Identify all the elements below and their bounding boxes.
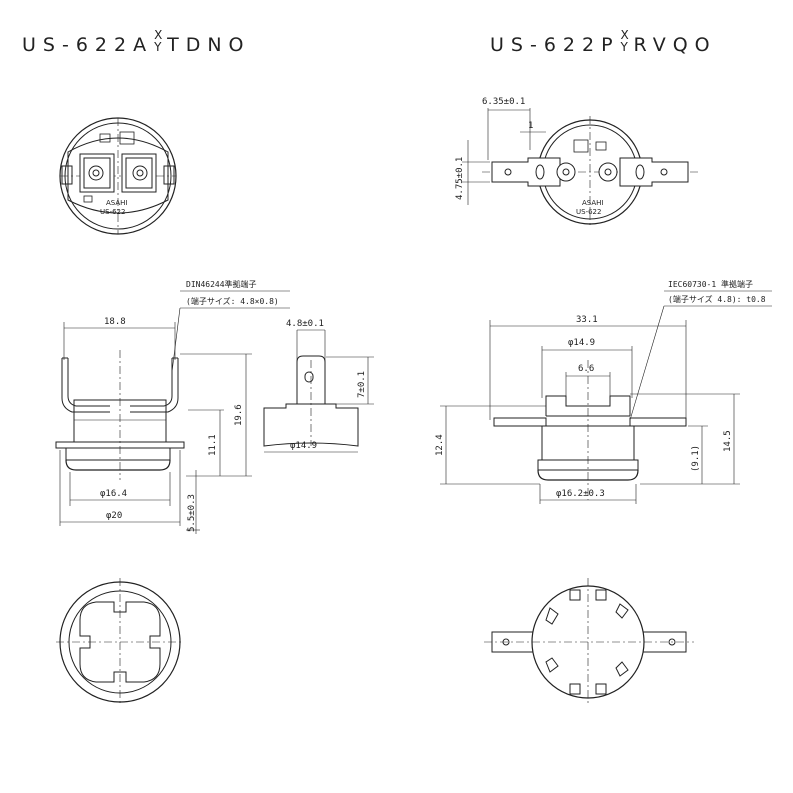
right-top-gap-dim: 1 (528, 121, 533, 131)
terminal-length-dim: 7±0.1 (357, 371, 367, 398)
right-cup-dim: φ14.9 (568, 338, 595, 348)
left-top-model: US-622 (100, 208, 125, 216)
right-variant-top: X (620, 28, 629, 42)
left-variant-bottom: Y (154, 40, 162, 54)
left-base-dim: φ20 (106, 511, 122, 521)
right-side-view: IEC60730-1 準拠端子 (端子サイズ 4.8): t0.8 33.1 φ… (435, 279, 772, 504)
left-terminal-note-line1: DIN46244準拠端子 (186, 279, 257, 289)
right-base-dim: φ16.2±0.3 (556, 489, 605, 499)
right-center-dim: 6.6 (578, 364, 594, 374)
terminal-detail: 4.8±0.1 7±0.1 φ14.9 (263, 319, 374, 453)
right-bottom-view (484, 578, 694, 706)
left-body-height-dim: 11.1 (208, 434, 218, 456)
left-top-brand: ASAHI (106, 199, 127, 207)
left-total-height-dim: 19.6 (234, 404, 244, 426)
right-top-height-dim: 4.75±0.1 (455, 157, 465, 200)
right-terminal-note-line2: (端子サイズ 4.8): t0.8 (668, 294, 766, 304)
left-part-prefix: US-622A (22, 34, 154, 56)
right-part-prefix: US-622P (490, 34, 620, 56)
right-part-suffix: RVQO (633, 34, 717, 56)
right-total-width-dim: 33.1 (576, 315, 598, 325)
left-bottom-view (56, 578, 184, 706)
left-flange-dim: φ16.4 (100, 489, 127, 499)
right-body-dim: 14.5 (723, 430, 733, 452)
right-terminal-note-line1: IEC60730-1 準拠端子 (668, 279, 753, 289)
left-side-view: DIN46244準拠端子 (端子サイズ: 4.8×0.8) 18.8 19.6 … (55, 279, 290, 534)
right-top-pitch-dim: 6.35±0.1 (482, 97, 525, 107)
left-top-view: ASAHI US-622 (59, 117, 177, 235)
right-top-brand: ASAHI (582, 199, 603, 207)
left-variant-top: X (154, 28, 163, 42)
left-terminal-note-line2: (端子サイズ: 4.8×0.8) (186, 296, 279, 306)
right-top-view: ASAHI US-622 6.35±0.1 1 4.75±0.1 (455, 97, 700, 228)
right-inner-dim: (9.1) (691, 445, 701, 472)
left-bottom-dim: 5.5±0.3 (187, 494, 197, 532)
left-part-suffix: TDNO (167, 34, 251, 56)
right-top-model: US-622 (576, 208, 601, 216)
right-variant-bottom: Y (620, 40, 628, 54)
left-width-dim: 18.8 (104, 317, 126, 327)
terminal-dia-dim: φ14.9 (290, 441, 317, 451)
terminal-width-dim: 4.8±0.1 (286, 319, 324, 329)
right-total-height-dim: 12.4 (435, 434, 445, 456)
